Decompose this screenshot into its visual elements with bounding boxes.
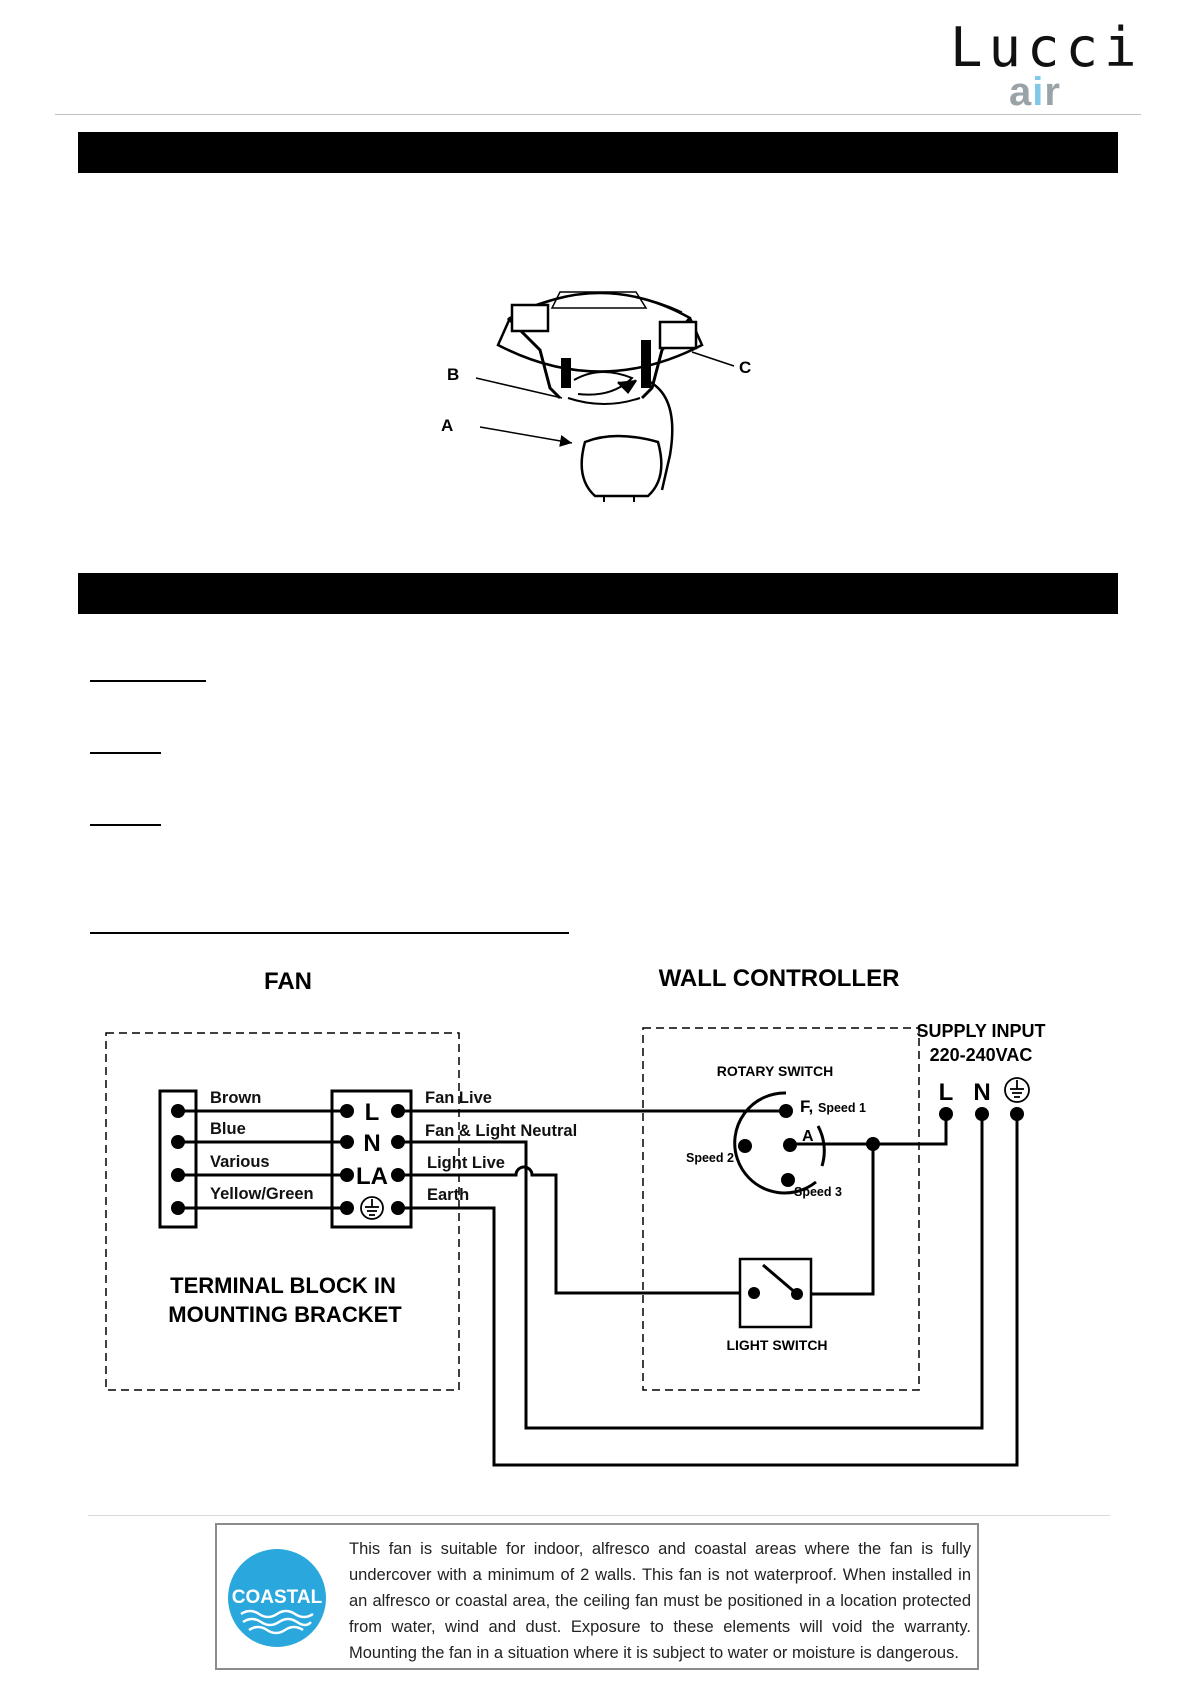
callout-a: A: [441, 416, 453, 435]
terminal-l: L: [365, 1099, 380, 1126]
wall-controller-enclosure: [642, 1027, 920, 1391]
terminal-n: N: [363, 1130, 380, 1157]
callout-c: C: [739, 358, 751, 377]
wall-controller-title: WALL CONTROLLER: [659, 965, 900, 992]
callout-b: B: [447, 365, 459, 384]
speed-1-label: Speed 1: [818, 1101, 866, 1115]
supply-terminal-dots: [939, 1107, 1024, 1121]
output-earth: Earth: [427, 1186, 469, 1204]
external-wires: [398, 1109, 1019, 1467]
terminal-la: LA: [356, 1163, 388, 1190]
output-neutral: Fan & Light Neutral: [425, 1122, 577, 1140]
rotary-a-label: A: [802, 1128, 814, 1145]
fan-enclosure: [105, 1032, 460, 1391]
output-light-live: Light Live: [427, 1154, 505, 1172]
wire-label-yellow-green: Yellow/Green: [210, 1185, 314, 1203]
section-heading-bar: [78, 132, 1118, 173]
light-switch-label: LIGHT SWITCH: [726, 1337, 827, 1353]
terminal-block-caption-2: MOUNTING BRACKET: [168, 1302, 402, 1327]
speed-2-label: Speed 2: [686, 1151, 734, 1165]
terminal-block-caption-1: TERMINAL BLOCK IN: [170, 1273, 396, 1298]
rotary-switch-label: ROTARY SWITCH: [717, 1063, 833, 1079]
subheading-underline: [90, 824, 161, 826]
coastal-badge-text: COASTAL: [232, 1587, 323, 1608]
subheading-underline: [90, 932, 569, 934]
supply-voltage: 220-240VAC: [930, 1045, 1033, 1065]
output-fan-live: Fan Live: [425, 1089, 492, 1107]
section-heading-bar: [78, 573, 1118, 614]
header-rule: [55, 114, 1141, 115]
subheading-underline: [90, 752, 161, 754]
logo-air: air: [1009, 70, 1061, 114]
rotary-switch: [733, 1091, 880, 1195]
coastal-notice-text: This fan is suitable for indoor, alfresc…: [349, 1540, 971, 1662]
supply-n-label: N: [973, 1079, 990, 1106]
footer-rule: [88, 1515, 1110, 1516]
fan-title: FAN: [264, 968, 312, 995]
wire-label-blue: Blue: [210, 1120, 246, 1138]
coastal-notice: COASTAL This fan is suitable for indoor,…: [215, 1523, 979, 1670]
subheading-underline: [90, 680, 206, 682]
light-switch: [738, 1257, 813, 1329]
speed-3-label: Speed 3: [794, 1185, 842, 1199]
supply-input-title: SUPPLY INPUT: [916, 1021, 1045, 1041]
coastal-badge-icon: COASTAL: [228, 1549, 326, 1647]
fan-internal-wires: [178, 1109, 347, 1210]
wire-label-brown: Brown: [210, 1089, 261, 1107]
logo-wordmark: Lucci: [950, 16, 1143, 79]
rotary-f-label: F,: [800, 1097, 813, 1116]
supply-earth-icon: [1004, 1077, 1030, 1103]
supply-l-label: L: [939, 1079, 954, 1106]
lucci-air-logo: Lucci air: [950, 20, 1137, 115]
earth-terminal-icon: [360, 1196, 384, 1220]
mounting-bracket-illustration: [475, 291, 735, 502]
wire-label-various: Various: [210, 1153, 270, 1171]
